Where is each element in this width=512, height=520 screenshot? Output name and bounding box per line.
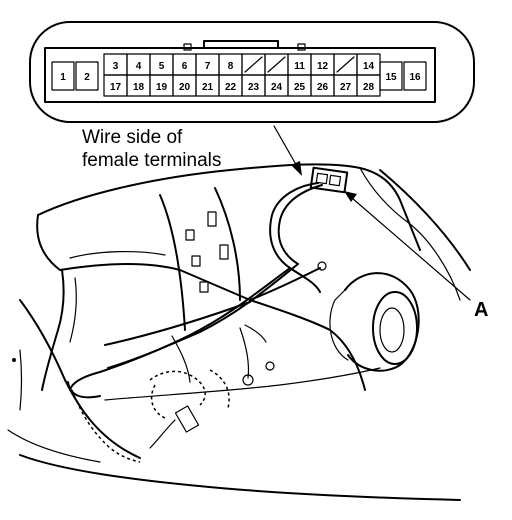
door-panel-illustration (7, 163, 471, 501)
pin-19: 19 (156, 82, 168, 93)
pin-21: 21 (202, 82, 214, 93)
speaker (329, 272, 420, 372)
pin-22: 22 (225, 82, 237, 93)
pin-27: 27 (340, 82, 352, 93)
pin-24: 24 (271, 82, 283, 93)
wire-harness (67, 182, 327, 449)
empty-pin-slash (336, 56, 355, 73)
pin-15: 15 (385, 72, 397, 83)
pin-18: 18 (133, 82, 145, 93)
empty-pin-slash (267, 56, 286, 73)
empty-pin-slash (244, 56, 263, 73)
connector-pin-grid: 3 17 4 18 5 19 6 20 7 21 8 22 23 24 11 25 12 26 27 14 28 (103, 53, 381, 97)
pin-4: 4 (136, 61, 142, 72)
pin-26: 26 (317, 82, 329, 93)
pin-23: 23 (248, 82, 260, 93)
pin-20: 20 (179, 82, 191, 93)
connector-callout: 1 2 15 16 3 17 4 18 5 19 6 20 7 21 8 22 23 24 11 25 12 26… (29, 21, 475, 123)
callout-a-leader (344, 191, 471, 301)
pin-5: 5 (159, 61, 165, 72)
pin-3: 3 (113, 61, 119, 72)
pin-17: 17 (110, 82, 122, 93)
pin-cell-bottom (356, 74, 381, 97)
pin-12: 12 (317, 61, 329, 72)
wire-side-label-line1: Wire side of (82, 127, 183, 148)
pin-6: 6 (182, 61, 188, 72)
label-leader-arrow (273, 125, 302, 176)
pin-7: 7 (205, 61, 211, 72)
wire-side-label-line2: female terminals (82, 150, 221, 171)
pin-28: 28 (363, 82, 375, 93)
pin-8: 8 (228, 61, 234, 72)
callout-a: A (474, 299, 488, 321)
connector-latch (203, 40, 279, 49)
pin-11: 11 (294, 61, 305, 72)
pin-2: 2 (84, 72, 90, 83)
pin-1: 1 (60, 72, 66, 83)
pin-14: 14 (363, 61, 375, 72)
pin-25: 25 (294, 82, 306, 93)
connector-a (309, 166, 349, 194)
pin-16: 16 (409, 72, 421, 83)
